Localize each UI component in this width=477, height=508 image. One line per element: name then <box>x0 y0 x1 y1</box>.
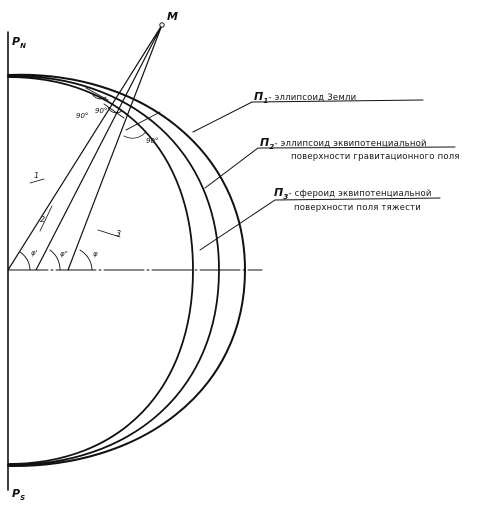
normal-line-1 <box>7 24 163 271</box>
tangent-tick-3 <box>125 111 161 131</box>
leader-line-1 <box>29 178 45 184</box>
surface-label-3: П3- сфероид эквипотенциальной <box>274 186 432 201</box>
right-angle-label-3: 90° <box>146 137 159 145</box>
right-angle-arc-1 <box>91 93 107 100</box>
ellipse-gravitational-curve <box>7 75 220 466</box>
line-label-2: 2 <box>40 215 46 224</box>
right-angle-arc-3 <box>123 131 147 139</box>
leader-surface-2 <box>204 146 456 189</box>
leader-surface-3 <box>199 197 441 251</box>
surface-label-2: П2- эллипсоид эквипотенциальной <box>260 136 427 151</box>
right-angle-arc-2 <box>107 107 123 114</box>
angle-arc-phi-prime <box>19 251 31 271</box>
right-angle-label-1: 90° <box>76 112 89 120</box>
ellipse-earth-curve <box>7 73 247 468</box>
point-m-marker <box>159 22 165 28</box>
tangent-tick-2 <box>103 103 125 119</box>
surface-label-3-line2: поверхности поля тяжести <box>294 203 421 213</box>
surface-label-2-line2: поверхности гравитационного поля <box>291 152 460 162</box>
point-m-label: M <box>167 10 178 23</box>
normal-line-2 <box>35 24 163 271</box>
angle-arc-phi <box>79 249 93 271</box>
pole-south-label: PS <box>12 487 26 502</box>
line-label-1: 1 <box>34 171 40 180</box>
surface-label-1: П1- эллипсоид Земли <box>254 90 357 105</box>
normal-line-3 <box>67 24 163 271</box>
angle-label-phi: φ <box>93 250 98 258</box>
leader-line-2 <box>39 205 53 232</box>
angle-label-phi-prime: φ' <box>31 249 38 257</box>
pole-north-label: PN <box>12 35 26 50</box>
leader-surface-1 <box>192 99 424 133</box>
angle-arc-phi-double <box>49 249 61 271</box>
spheroid-gravity-curve <box>7 76 194 465</box>
angle-label-phi-double: φ" <box>60 250 68 258</box>
line-label-3: 3 <box>116 229 122 238</box>
leader-line-3 <box>97 229 121 238</box>
right-angle-label-2: 90° <box>95 107 108 115</box>
